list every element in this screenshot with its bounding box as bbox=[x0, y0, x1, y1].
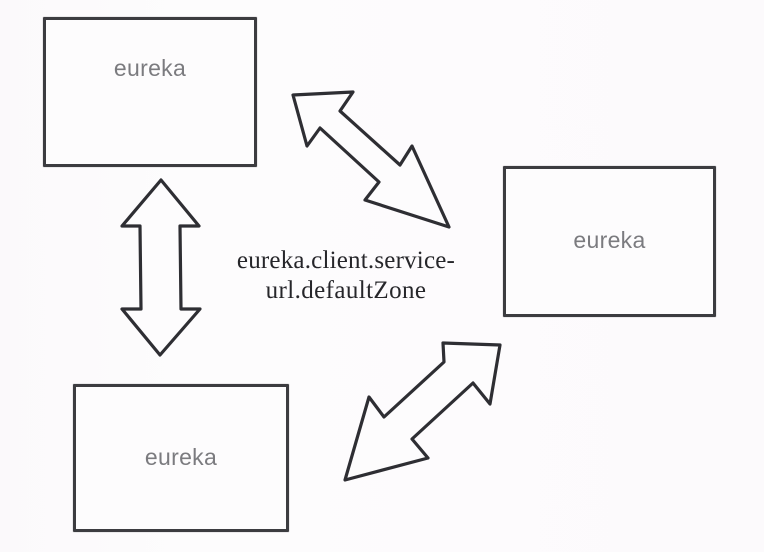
eureka-node-bottom-left-label: eureka bbox=[144, 443, 218, 470]
edge-label-line-2: url.defaultZone bbox=[265, 277, 427, 304]
eureka-node-top-left: eureka bbox=[43, 17, 257, 167]
arrow-diagonal-lower-double-headed-icon bbox=[343, 341, 502, 482]
arrow-diagonal-upper-double-headed-icon bbox=[291, 90, 451, 229]
eureka-node-right-label: eureka bbox=[573, 227, 646, 253]
edge-label-line-1: eureka.client.service- bbox=[236, 247, 456, 274]
eureka-node-right: eureka bbox=[503, 166, 716, 317]
eureka-node-top-left-label: eureka bbox=[113, 54, 187, 81]
edge-label: eureka.client.service- url.defaultZone bbox=[176, 246, 516, 306]
eureka-node-bottom-left: eureka bbox=[73, 384, 289, 532]
